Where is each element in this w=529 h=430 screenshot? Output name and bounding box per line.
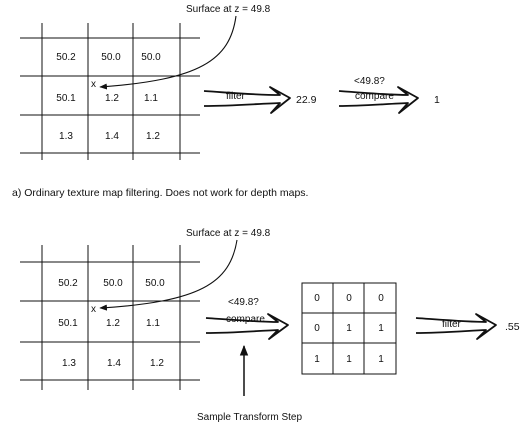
compare-result: 1: [434, 94, 440, 106]
grid-cell: 1.2: [105, 93, 119, 104]
filter-result: .55: [505, 321, 520, 333]
grid-cell: 50.0: [103, 278, 123, 289]
grid-cell: 1.4: [105, 131, 119, 142]
grid-cell: 50.2: [58, 278, 78, 289]
sample-point-marker: x: [91, 304, 96, 315]
grid-cell: 50.1: [56, 93, 76, 104]
binary-cell: 0: [378, 293, 384, 304]
binary-cell: 1: [346, 323, 352, 334]
surface-pointer-arrow: [99, 239, 238, 311]
surface-label: Surface at z = 49.8: [186, 228, 271, 239]
filter-label: filter: [226, 91, 246, 102]
grid-cell: 50.0: [141, 52, 161, 63]
grid-cell: 1.4: [107, 358, 121, 369]
compare-arrow: [338, 86, 419, 114]
binary-cell: 1: [378, 354, 384, 365]
grid-cell: 1.2: [146, 131, 160, 142]
compare-label: compare: [226, 314, 265, 325]
binary-grid: [301, 282, 397, 375]
binary-cell: 0: [346, 293, 352, 304]
filter-label: filter: [442, 319, 462, 330]
compare-arrow: [205, 313, 289, 340]
grid-cell: 1.2: [106, 318, 120, 329]
compare-label: compare: [355, 91, 394, 102]
sample-transform-label: Sample Transform Step: [197, 412, 302, 423]
filter-arrow: [415, 313, 497, 340]
grid-cell: 1.1: [144, 93, 158, 104]
panel-a: 50.2 50.0 50.0 50.1 1.2 1.1 1.3 1.4 1.2 …: [12, 4, 440, 199]
filter-arrow: [203, 86, 291, 114]
surface-pointer-arrow: [99, 15, 237, 90]
filter-result: 22.9: [296, 94, 317, 106]
binary-cell: 1: [378, 323, 384, 334]
grid-cell: 1.2: [150, 358, 164, 369]
surface-label: Surface at z = 49.8: [186, 4, 271, 15]
grid-cell: 50.0: [101, 52, 121, 63]
grid-cell: 50.1: [58, 318, 78, 329]
caption-a: a) Ordinary texture map filtering. Does …: [12, 187, 308, 199]
binary-cell: 1: [314, 354, 320, 365]
grid-cell: 50.2: [56, 52, 76, 63]
compare-condition: <49.8?: [228, 297, 259, 308]
compare-condition: <49.8?: [354, 76, 385, 87]
binary-cell: 1: [346, 354, 352, 365]
grid-cell: 1.3: [62, 358, 76, 369]
depth-grid-a: [20, 23, 200, 160]
grid-cell: 50.0: [145, 278, 165, 289]
grid-cell: 1.3: [59, 131, 73, 142]
depth-grid-b: [20, 245, 200, 390]
binary-cell: 0: [314, 293, 320, 304]
sample-point-marker: x: [91, 79, 96, 90]
panel-b: 50.2 50.0 50.0 50.1 1.2 1.1 1.3 1.4 1.2 …: [20, 228, 520, 423]
binary-cell: 0: [314, 323, 320, 334]
grid-cell: 1.1: [146, 318, 160, 329]
